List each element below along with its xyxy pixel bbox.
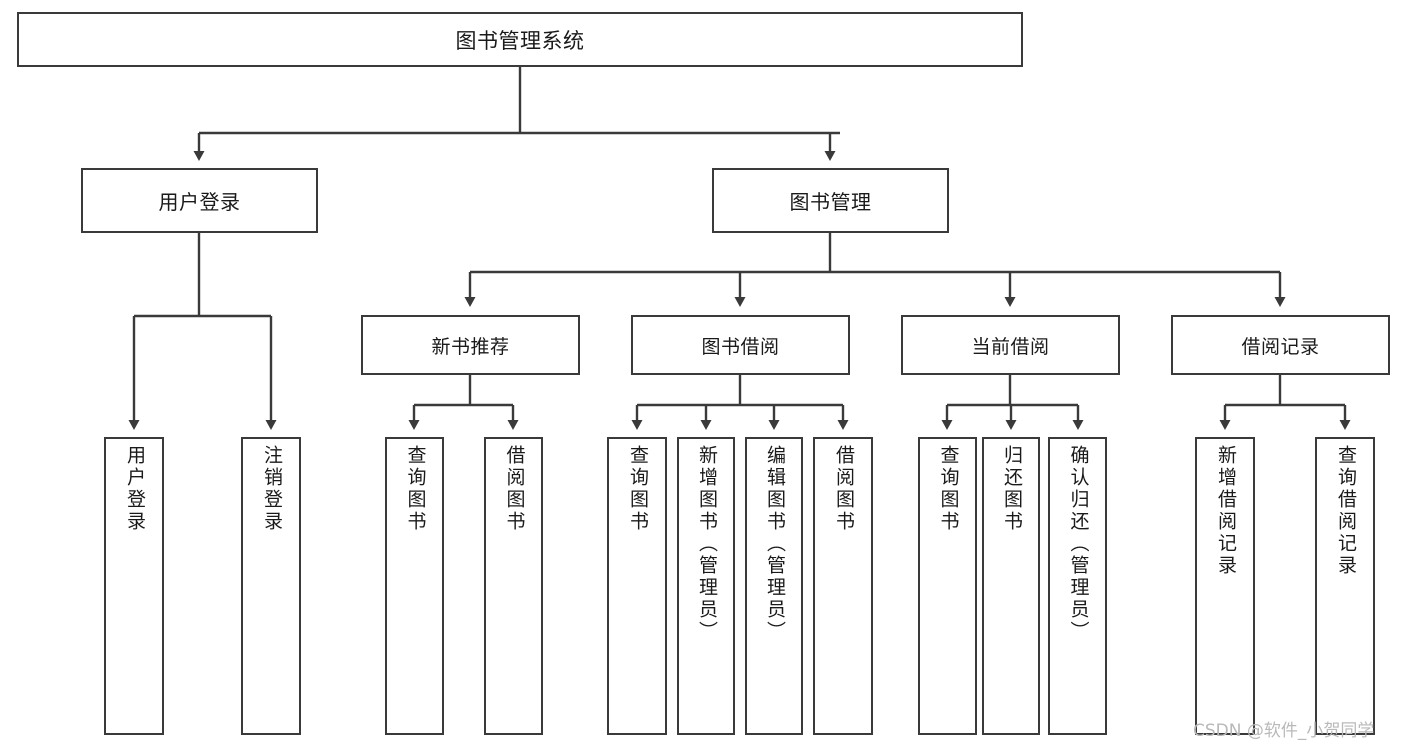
node-leaf-query-record[interactable]: 查询借阅记录 <box>1315 437 1375 735</box>
node-leaf-logout-login[interactable]: 注销登录 <box>241 437 301 735</box>
node-leaf-add-record[interactable]: 新增借阅记录 <box>1195 437 1255 735</box>
node-book-borrow-label: 图书借阅 <box>701 335 780 358</box>
node-leaf-borrow-book-2-label: 借阅图书 <box>832 445 855 533</box>
node-leaf-add-record-label: 新增借阅记录 <box>1214 445 1237 577</box>
node-leaf-query-book-3-label: 查询图书 <box>937 445 960 533</box>
node-leaf-query-book-2-label: 查询图书 <box>626 445 649 533</box>
node-leaf-edit-book-label: 编辑图书（管理员） <box>763 445 786 643</box>
node-leaf-return-book-label: 归还图书 <box>1000 445 1023 533</box>
node-book-manage[interactable]: 图书管理 <box>712 168 949 233</box>
node-borrow-record[interactable]: 借阅记录 <box>1171 315 1390 375</box>
node-leaf-edit-book[interactable]: 编辑图书（管理员） <box>745 437 803 735</box>
node-current-borrow[interactable]: 当前借阅 <box>901 315 1120 375</box>
node-book-manage-label: 图书管理 <box>789 190 872 214</box>
node-new-book-recommend[interactable]: 新书推荐 <box>361 315 580 375</box>
node-user-login[interactable]: 用户登录 <box>81 168 318 233</box>
node-leaf-add-book[interactable]: 新增图书（管理员） <box>677 437 735 735</box>
node-new-book-recommend-label: 新书推荐 <box>431 335 510 358</box>
node-current-borrow-label: 当前借阅 <box>971 335 1050 358</box>
node-borrow-record-label: 借阅记录 <box>1241 335 1320 358</box>
node-leaf-borrow-book-1-label: 借阅图书 <box>503 445 526 533</box>
node-root-label: 图书管理系统 <box>455 28 585 53</box>
node-book-borrow[interactable]: 图书借阅 <box>631 315 850 375</box>
node-leaf-borrow-book-1[interactable]: 借阅图书 <box>484 437 543 735</box>
node-leaf-query-book-1-label: 查询图书 <box>404 445 427 533</box>
node-leaf-confirm-return-label: 确认归还（管理员） <box>1067 445 1090 643</box>
node-leaf-query-book-3[interactable]: 查询图书 <box>918 437 977 735</box>
node-leaf-borrow-book-2[interactable]: 借阅图书 <box>813 437 873 735</box>
node-leaf-query-record-label: 查询借阅记录 <box>1334 445 1357 577</box>
node-leaf-query-book-1[interactable]: 查询图书 <box>385 437 444 735</box>
node-leaf-user-login[interactable]: 用户登录 <box>104 437 164 735</box>
node-leaf-logout-login-label: 注销登录 <box>260 445 283 533</box>
watermark: CSDN @软件_小贺同学 <box>1193 721 1375 741</box>
node-leaf-user-login-label: 用户登录 <box>123 445 146 533</box>
node-root[interactable]: 图书管理系统 <box>17 12 1023 67</box>
node-leaf-query-book-2[interactable]: 查询图书 <box>607 437 667 735</box>
node-user-login-label: 用户登录 <box>158 190 241 214</box>
node-leaf-add-book-label: 新增图书（管理员） <box>695 445 718 643</box>
node-leaf-confirm-return[interactable]: 确认归还（管理员） <box>1048 437 1107 735</box>
node-leaf-return-book[interactable]: 归还图书 <box>982 437 1040 735</box>
